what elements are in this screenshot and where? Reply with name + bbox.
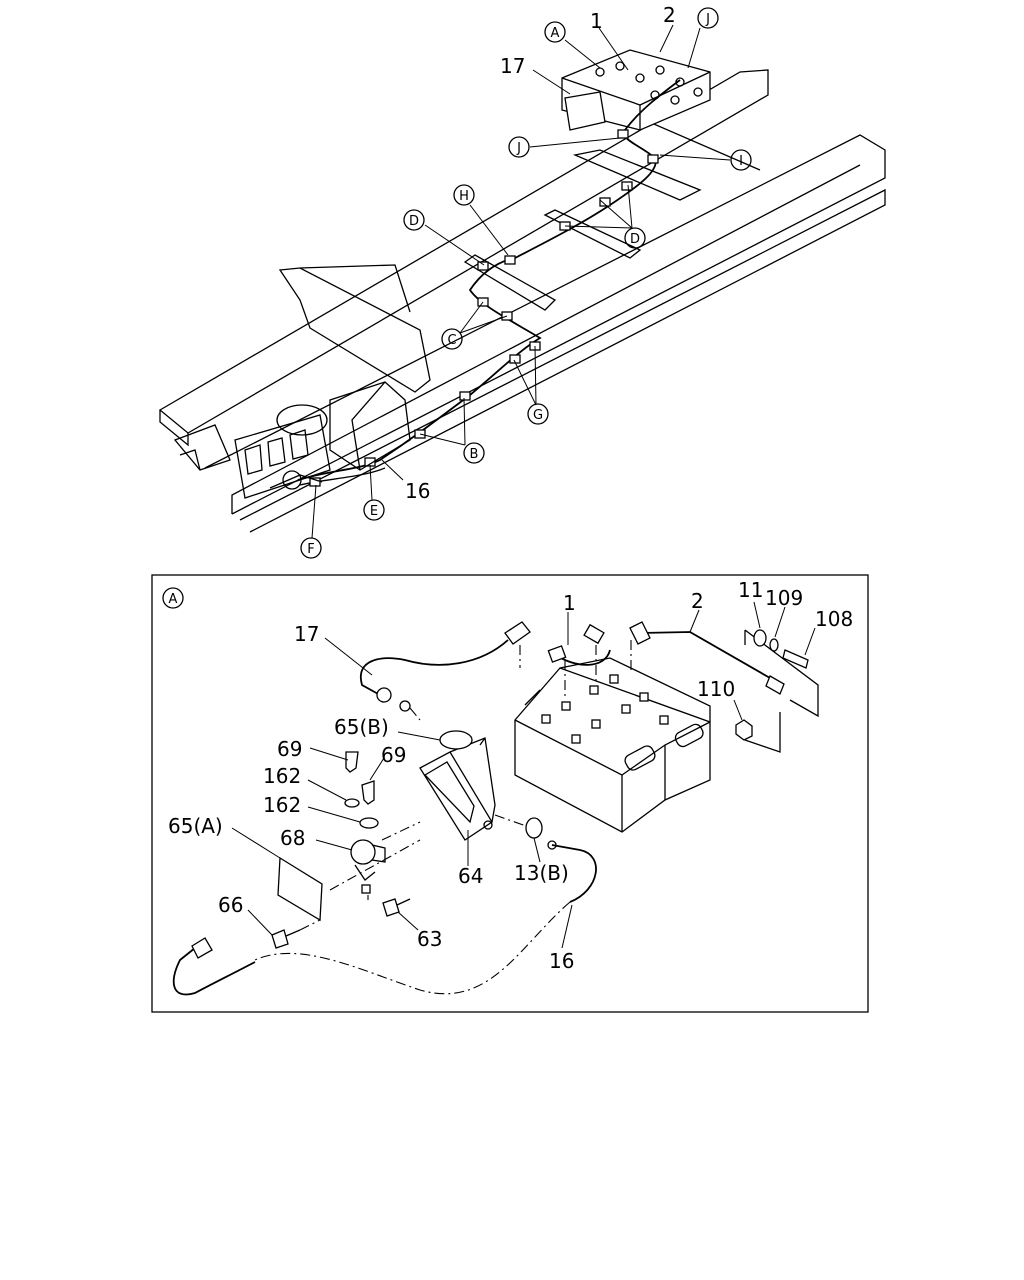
detail-label-66: 66: [218, 893, 243, 917]
detail-label-65b: 65(B): [334, 715, 389, 739]
detail-view-frame: [151, 574, 869, 1013]
callout-b: B: [463, 442, 485, 464]
callout-g: G: [527, 403, 549, 425]
battery-posts: [541, 674, 669, 744]
cover-65b: [439, 730, 473, 750]
crossmember-3: [543, 209, 642, 259]
svg-text:F: F: [307, 542, 314, 557]
svg-text:H: H: [459, 189, 469, 204]
bolt-63: [382, 898, 411, 917]
washer-11: [753, 629, 767, 647]
bolts-69: [344, 751, 379, 829]
detail-label-162-bottom: 162: [263, 793, 301, 817]
switch-box-mounted: [564, 91, 606, 131]
svg-text:E: E: [370, 504, 378, 519]
detail-label-16: 16: [549, 949, 574, 973]
overview-label-16: 16: [405, 479, 430, 503]
harness-route: [297, 79, 681, 481]
svg-text:J: J: [705, 12, 710, 27]
callout-j-left: J: [508, 136, 530, 158]
overview-callouts: A J J I H D D C G B E F: [300, 7, 752, 559]
svg-text:A: A: [169, 592, 178, 607]
detail-label-13b: 13(B): [514, 861, 569, 885]
svg-text:D: D: [630, 232, 640, 247]
detail-label-65a: 65(A): [168, 814, 223, 838]
detail-label-110: 110: [697, 677, 735, 701]
harness-clips: [309, 129, 659, 487]
cable-17: [359, 621, 531, 721]
detail-leaders: [231, 601, 816, 949]
crossmember-4: [572, 149, 702, 201]
callout-h: H: [453, 184, 475, 206]
detail-label-2: 2: [691, 589, 704, 613]
bolt-66: [271, 919, 321, 949]
detail-label-68: 68: [280, 826, 305, 850]
detail-label-63: 63: [417, 927, 442, 951]
callout-a: A: [544, 21, 566, 43]
detail-label-69-left: 69: [277, 737, 302, 761]
overview-part-labels: 1 2 17 16: [405, 3, 676, 503]
fasteners-right: [735, 629, 819, 753]
overview-label-1: 1: [590, 9, 603, 33]
callout-j-top: J: [697, 7, 719, 29]
crossmember-2: [463, 254, 557, 311]
svg-text:C: C: [447, 333, 456, 348]
detail-label-17: 17: [294, 622, 319, 646]
chassis-overview: [158, 49, 886, 533]
detail-label-108: 108: [815, 607, 853, 631]
callout-d-left: D: [403, 209, 425, 231]
svg-text:A: A: [551, 26, 560, 41]
svg-text:B: B: [470, 447, 479, 462]
nut-110: [735, 719, 753, 741]
detail-part-labels: 17 1 2 11 109 108 110 65(B) 69 69 162 16…: [168, 578, 853, 973]
callout-c: C: [441, 328, 463, 350]
svg-text:G: G: [533, 408, 543, 423]
detail-label-1: 1: [563, 591, 576, 615]
crossmember-1: [278, 267, 431, 393]
cable-16: [172, 840, 597, 996]
switch-box: [277, 730, 496, 922]
callout-i: I: [730, 149, 752, 171]
detail-label-64: 64: [458, 864, 483, 888]
detail-label-69-right: 69: [381, 743, 406, 767]
detail-label-11: 11: [738, 578, 763, 602]
overview-label-2: 2: [663, 3, 676, 27]
cable-1: [547, 623, 611, 700]
callout-d-right: D: [624, 227, 646, 249]
bolt-108: [782, 649, 809, 669]
svg-text:I: I: [739, 154, 743, 169]
detail-label-162-top: 162: [263, 764, 301, 788]
callout-e: E: [363, 499, 385, 521]
svg-text:D: D: [409, 214, 419, 229]
battery-terminals-top: [595, 61, 703, 105]
overview-label-17: 17: [500, 54, 525, 78]
callout-f: F: [300, 537, 322, 559]
relay-68: [350, 839, 386, 900]
battery-pair: [514, 657, 711, 833]
detail-view-marker: A: [162, 587, 184, 609]
overview-leaders: [311, 24, 731, 539]
cover-65a: [277, 856, 323, 922]
grommet-13b: [494, 814, 543, 839]
engine-starter: [173, 381, 411, 499]
svg-text:J: J: [516, 141, 521, 156]
washer-109: [769, 638, 779, 652]
detail-label-109: 109: [765, 586, 803, 610]
